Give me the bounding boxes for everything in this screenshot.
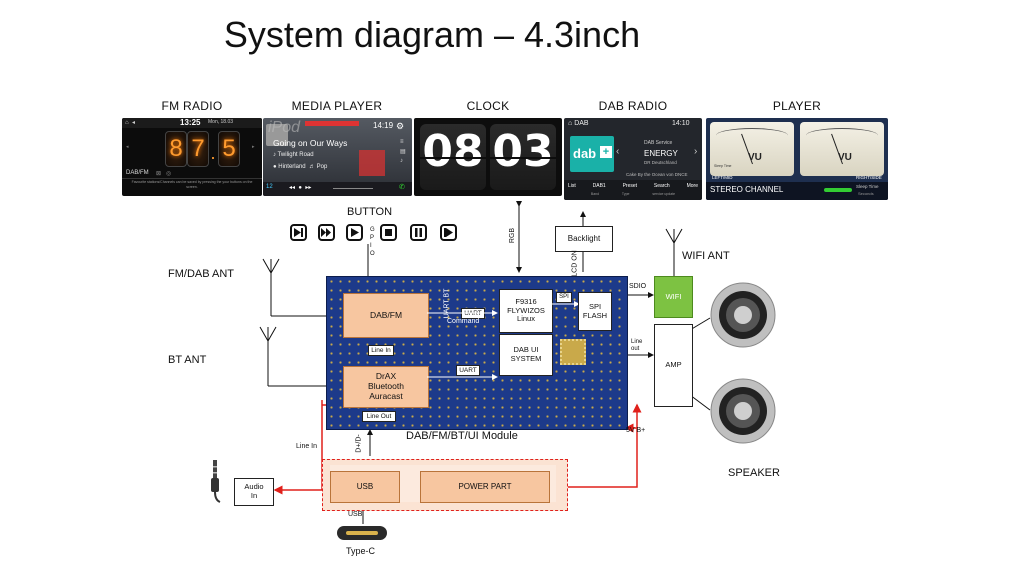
spi-flash-box: SPI FLASH [578,292,612,331]
type-c-label: Type-C [346,546,376,556]
dab-header: DAB [574,120,589,127]
gpio-label: G P I O [370,227,375,257]
player-label: PLAYER [772,99,822,113]
lcd-on-label: LCD ON [571,250,579,277]
dab-time: 14:10 [672,120,690,127]
clock-minutes: 03 [492,126,554,177]
play-next-icon[interactable] [290,224,307,241]
dab-ensemble: DR Deutschland [644,160,677,165]
vu-left-label: LEFT/MID [712,175,733,180]
page-title: System diagram – 4.3inch [223,14,641,55]
speaker-icon [710,282,776,348]
line-out-box: Line Out [362,411,396,422]
media-genre: Pop [316,164,328,170]
backlight-box: Backlight [555,226,613,252]
skip-icon[interactable] [440,224,457,241]
power-part-box: POWER PART [420,471,550,503]
nixie-dot: . [210,143,216,163]
vu-right-label: RIGHT/SIDE [856,175,882,180]
dab-ticker: Cake By the Ocean von DNCE [626,172,688,177]
player-sleep: Sleep Time [856,184,879,189]
speaker-label: SPEAKER [728,467,780,479]
nixie-digit-1: 8 [165,131,187,167]
bt-ant-label: BT ANT [168,354,207,366]
player-footer: STEREO CHANNEL [710,185,784,194]
media-song: Going on Our Ways [273,138,348,148]
line-in-label: Line In [296,443,318,450]
dab-fm-chip: DAB/FM [343,293,429,338]
fm-time: 13:25 [180,118,201,127]
fast-forward-icon[interactable] [318,224,335,241]
dab-ui-system-box: DAB UI SYSTEM [499,334,553,376]
media-artist: Twilight Road [277,152,314,158]
media-source: iPod [268,119,301,136]
sdio-label: SDIO [629,283,647,290]
cpu-box: F9316 FLYWIZOS Linux [499,289,553,333]
line-in-module: Line In [368,345,394,356]
dp-dm-label: D+/D- [355,434,363,453]
drax-bluetooth-chip: DrAX Bluetooth Auracast [343,366,429,408]
processor-chip [560,339,586,365]
fm-radio-label: FM RADIO [161,99,223,113]
v5-label: 5V B+ [626,427,646,434]
usb-small-label: USB [348,511,363,518]
clock-label: CLOCK [466,99,510,113]
usb-c-icon [337,526,387,540]
usb-box: USB [330,471,400,503]
fm-band: DAB/FM [126,170,149,176]
nixie-digit-2: 7 [187,131,209,167]
media-player-screen: iPod 14:19 ⚙ Going on Our Ways ♪ Twiligh… [263,118,412,196]
stop-icon[interactable] [380,224,397,241]
wifi-ant-label: WIFI ANT [682,250,730,262]
antenna-icon [259,326,277,342]
dab-radio-label: DAB RADIO [598,99,668,113]
amp-box: AMP [654,324,693,407]
vu-meter-left: VU Sleep Time [710,122,794,176]
pause-icon[interactable] [410,224,427,241]
clock-screen: 08 03 [414,118,562,196]
button-label: BUTTON [347,206,393,218]
player-screen: VU Sleep Time VU LEFT/MID RIGHT/SIDE STE… [706,118,888,200]
fm-dab-ant-label: FM/DAB ANT [168,268,235,280]
rgb-label: RGB [509,227,517,244]
media-track-no: 12 [266,184,273,190]
fm-date: Mon, 18.03 [208,119,234,125]
media-album: Hinterland [278,164,306,170]
dab-channel: ENERGY [644,149,678,158]
module-label: DAB/FM/BT/UI Module [406,430,518,442]
play-icon[interactable] [346,224,363,241]
audio-in-box: Audio In [234,478,274,506]
line-out-amp-label: Line out [631,339,643,352]
gear-icon: ⚙ [396,121,405,131]
media-time: 14:19 [373,121,394,130]
command-label: Command [447,318,480,325]
dab-radio-screen: ⌂ DAB 14:10 dab + ‹ › DAB Service ENERGY… [564,118,702,200]
clock-hours: 08 [422,126,484,177]
nixie-digit-3: 5 [218,131,240,167]
wifi-box: WIFI [654,276,693,318]
vu-meter-right: VU [800,122,884,176]
speaker-icon [710,378,776,444]
audio-jack-icon [211,460,221,503]
dab-service: DAB Service [644,140,673,146]
antenna-icon [665,228,683,244]
antenna-icon [262,258,280,274]
media-player-label: MEDIA PLAYER [291,99,383,113]
dab-logo: dab + [570,136,614,172]
fm-radio-screen: ⌂ ◂ 13:25 Mon, 18.03 8 7 . 5 ◂ ▸ DAB/FM … [122,118,262,196]
fm-footer: Favourite stations/Channels can be saved… [131,180,253,189]
